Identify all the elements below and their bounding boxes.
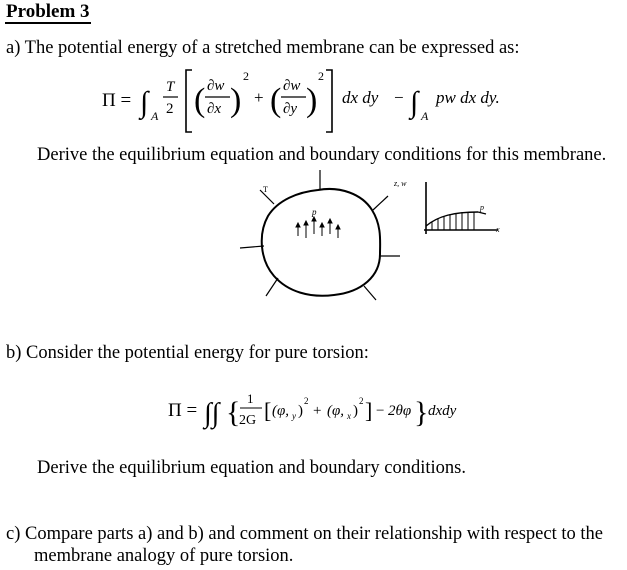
part-b-intro: b) Consider the potential energy for pur… <box>6 343 369 363</box>
svg-text:2: 2 <box>243 69 249 83</box>
svg-text:Π =: Π = <box>102 90 131 111</box>
membrane-energy-equation: Π = ∫ A T 2 ( ∂w ∂x ) 2 + ( ∂w ∂y ) 2 dx… <box>102 69 500 133</box>
svg-text:T: T <box>166 79 176 95</box>
svg-text:−: − <box>394 88 404 107</box>
part-a-instruction: Derive the equilibrium equation and boun… <box>37 145 607 165</box>
problem-title: Problem 3 <box>6 1 90 22</box>
svg-text:∂w: ∂w <box>207 78 224 94</box>
svg-text:1: 1 <box>247 391 254 406</box>
svg-text:dxdy: dxdy <box>428 403 457 419</box>
svg-text:∫: ∫ <box>408 86 420 121</box>
part-c-line-2: membrane analogy of pure torsion. <box>34 546 294 566</box>
membrane-figure: T p z, w p x <box>239 170 500 301</box>
svg-text:(: ( <box>270 82 281 119</box>
svg-text:−: − <box>376 403 384 419</box>
svg-text:2θφ: 2θφ <box>388 403 411 419</box>
svg-text:A: A <box>150 109 159 123</box>
svg-text:(: ( <box>194 82 205 119</box>
svg-text:+: + <box>254 88 264 107</box>
tension-label: T <box>263 185 268 194</box>
svg-text:∂x: ∂x <box>207 101 221 117</box>
svg-text:[: [ <box>264 398 271 423</box>
svg-text:]: ] <box>365 398 372 423</box>
side-x-label: x <box>495 225 500 234</box>
svg-text:}: } <box>414 396 428 429</box>
svg-text:2G: 2G <box>239 413 256 428</box>
svg-text:y: y <box>291 411 296 421</box>
torsion-energy-equation: Π = ∫∫ { 1 2G [ (φ, y ) 2 + (φ, x ) 2 ] … <box>168 391 457 430</box>
part-c-line-1: c) Compare parts a) and b) and comment o… <box>6 524 603 544</box>
svg-text:2: 2 <box>359 396 364 406</box>
svg-text:pw dx dy.: pw dx dy. <box>435 88 500 107</box>
title-underline <box>5 22 91 24</box>
svg-text:{: { <box>226 396 240 429</box>
svg-text:): ) <box>230 82 241 119</box>
part-a-intro: a) The potential energy of a stretched m… <box>6 38 520 58</box>
svg-text:x: x <box>346 411 351 421</box>
side-pressure-label: p <box>479 203 484 212</box>
svg-text:∫∫: ∫∫ <box>202 398 222 430</box>
svg-text:2: 2 <box>304 396 309 406</box>
svg-text:2: 2 <box>318 69 324 83</box>
side-axis-label: z, w <box>393 179 407 188</box>
svg-text:2: 2 <box>166 101 174 117</box>
svg-text:A: A <box>420 109 429 123</box>
svg-text:∂w: ∂w <box>283 78 300 94</box>
pressure-label: p <box>311 207 317 217</box>
svg-text:∫: ∫ <box>138 86 150 121</box>
svg-text:+: + <box>313 403 321 419</box>
svg-text:): ) <box>353 403 358 419</box>
membrane-outline <box>260 188 382 297</box>
part-b-instruction: Derive the equilibrium equation and boun… <box>37 458 466 478</box>
svg-text:dx dy: dx dy <box>342 88 379 107</box>
svg-text:): ) <box>306 82 317 119</box>
svg-text:): ) <box>298 403 303 419</box>
svg-text:(φ,: (φ, <box>272 403 289 419</box>
svg-text:Π =: Π = <box>168 400 197 421</box>
svg-text:(φ,: (φ, <box>327 403 344 419</box>
svg-text:∂y: ∂y <box>283 101 297 117</box>
